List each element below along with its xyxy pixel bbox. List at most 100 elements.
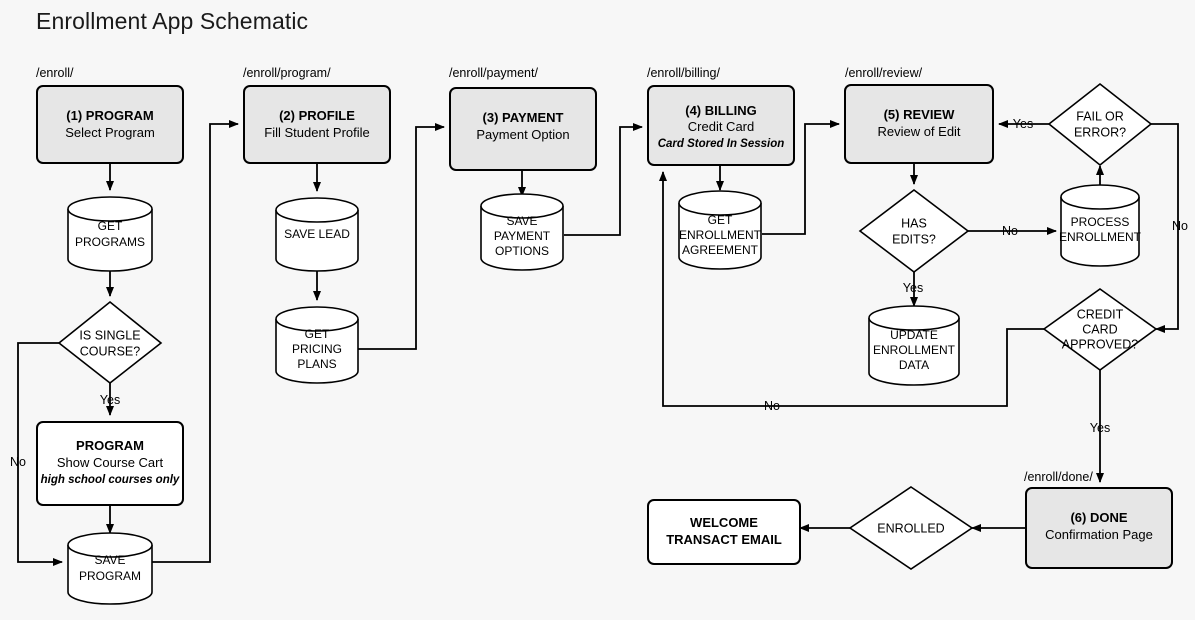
- node-save-payment-options[interactable]: SAVE PAYMENT OPTIONS: [480, 193, 564, 271]
- get-programs-top: [67, 196, 153, 222]
- node-is-single-course[interactable]: IS SINGLE COURSE?: [57, 300, 163, 385]
- course-cart-heading: PROGRAM: [76, 438, 144, 453]
- course-cart-box[interactable]: [36, 421, 184, 506]
- save-program-line-1: SAVE: [94, 553, 125, 567]
- update-enrollment-data-line-3: DATA: [899, 358, 929, 372]
- process-enrollment-line-1: PROCESS: [1071, 215, 1130, 229]
- course-cart-note: high school courses only: [41, 474, 180, 486]
- url-label-program: /enroll/program/: [243, 66, 331, 80]
- node-get-programs[interactable]: GET PROGRAMS: [67, 196, 153, 272]
- is-single-course-diamond[interactable]: [57, 300, 163, 385]
- welcome-email-line-1: WELCOME: [690, 515, 758, 530]
- node-course-cart[interactable]: PROGRAM Show Course Cart high school cou…: [36, 421, 184, 506]
- get-pricing-plans-line-2: PRICING: [292, 342, 342, 356]
- save-lead-line-1: SAVE LEAD: [284, 227, 350, 241]
- node-save-program[interactable]: SAVE PROGRAM: [67, 532, 153, 605]
- node-process-enrollment[interactable]: PROCESS ENROLLMENT: [1059, 184, 1142, 267]
- node-get-pricing-plans[interactable]: GET PRICING PLANS: [275, 306, 359, 384]
- save-lead-top: [275, 197, 359, 223]
- node-fail-or-error[interactable]: FAIL OR ERROR?: [1047, 82, 1153, 167]
- get-enrollment-agreement-line-1: GET: [708, 213, 733, 227]
- save-payment-options-line-3: OPTIONS: [495, 244, 549, 258]
- get-programs-line-2: PROGRAMS: [75, 235, 145, 249]
- get-pricing-plans-line-1: GET: [305, 327, 330, 341]
- node-done-page[interactable]: (6) DONE Confirmation Page: [1025, 487, 1173, 569]
- edge-getpricing-to-payment: [358, 123, 445, 350]
- welcome-email-line-2: TRANSACT EMAIL: [666, 532, 782, 547]
- get-programs-body[interactable]: [67, 209, 153, 272]
- node-update-enrollment-data[interactable]: UPDATE ENROLLMENT DATA: [868, 305, 960, 386]
- credit-card-approved-line-2: CARD: [1082, 322, 1117, 336]
- node-welcome-email[interactable]: WELCOME TRANSACT EMAIL: [647, 499, 801, 565]
- save-payment-options-top: [480, 193, 564, 219]
- url-labels-layer: /enroll/ /enroll/program/ /enroll/paymen…: [36, 66, 1093, 484]
- welcome-email-box[interactable]: [647, 499, 801, 565]
- review-page-box[interactable]: [844, 84, 994, 164]
- program-page-heading: (1) PROGRAM: [66, 108, 153, 123]
- enrolled-label: ENROLLED: [877, 521, 944, 535]
- get-pricing-plans-top: [275, 306, 359, 332]
- edge-failorerror-no-to-creditcard: [1151, 123, 1179, 333]
- save-program-body[interactable]: [67, 545, 153, 605]
- node-program-page[interactable]: (1) PROGRAM Select Program: [36, 85, 184, 164]
- node-has-edits[interactable]: HAS EDITS?: [858, 188, 970, 274]
- save-program-line-2: PROGRAM: [79, 569, 141, 583]
- program-page-sub: Select Program: [65, 125, 155, 140]
- url-label-billing: /enroll/billing/: [647, 66, 720, 80]
- get-pricing-plans-body[interactable]: [275, 319, 359, 384]
- billing-page-box[interactable]: [647, 85, 795, 166]
- profile-page-sub: Fill Student Profile: [264, 125, 370, 140]
- node-save-lead[interactable]: SAVE LEAD: [275, 197, 359, 272]
- program-page-box[interactable]: [36, 85, 184, 164]
- update-enrollment-data-body[interactable]: [868, 318, 960, 386]
- edge-issingle-no-to-saveprogram: [17, 342, 63, 566]
- review-page-sub: Review of Edit: [877, 124, 960, 139]
- done-page-heading: (6) DONE: [1070, 510, 1127, 525]
- save-payment-options-line-2: PAYMENT: [494, 229, 551, 243]
- billing-page-note: Card Stored In Session: [658, 138, 785, 150]
- payment-page-heading: (3) PAYMENT: [483, 110, 564, 125]
- edge-label-credit-card-yes: Yes: [1090, 421, 1110, 435]
- process-enrollment-line-2: ENROLLMENT: [1059, 230, 1142, 244]
- node-get-enrollment-agreement[interactable]: GET ENROLLMENT AGREEMENT: [678, 190, 762, 270]
- credit-card-approved-line-1: CREDIT: [1077, 307, 1124, 321]
- has-edits-diamond[interactable]: [858, 188, 970, 274]
- fail-or-error-diamond[interactable]: [1047, 82, 1153, 167]
- process-enrollment-body[interactable]: [1060, 197, 1140, 267]
- node-billing-page[interactable]: (4) BILLING Credit Card Card Stored In S…: [647, 85, 795, 166]
- edge-label-has-edits-no: No: [1002, 224, 1018, 238]
- node-profile-page[interactable]: (2) PROFILE Fill Student Profile: [243, 85, 391, 164]
- credit-card-approved-diamond[interactable]: [1042, 288, 1158, 371]
- url-label-done: /enroll/done/: [1024, 470, 1093, 484]
- node-enrolled[interactable]: ENROLLED: [848, 486, 974, 570]
- edges-layer: [17, 120, 1179, 566]
- profile-page-box[interactable]: [243, 85, 391, 164]
- node-payment-page[interactable]: (3) PAYMENT Payment Option: [449, 87, 597, 171]
- save-program-top: [67, 532, 153, 558]
- edge-label-single-course-yes: Yes: [100, 393, 120, 407]
- update-enrollment-data-line-2: ENROLLMENT: [873, 343, 956, 357]
- node-review-page[interactable]: (5) REVIEW Review of Edit: [844, 84, 994, 164]
- billing-page-sub: Credit Card: [688, 119, 754, 134]
- get-enrollment-agreement-body[interactable]: [678, 203, 762, 270]
- fail-or-error-line-1: FAIL OR: [1076, 109, 1123, 123]
- profile-page-heading: (2) PROFILE: [279, 108, 355, 123]
- url-label-review: /enroll/review/: [845, 66, 923, 80]
- url-label-payment: /enroll/payment/: [449, 66, 538, 80]
- review-page-heading: (5) REVIEW: [884, 107, 956, 122]
- credit-card-approved-line-3: APPROVED?: [1062, 337, 1138, 351]
- save-payment-options-body[interactable]: [480, 206, 564, 271]
- save-lead-body[interactable]: [275, 210, 359, 272]
- save-payment-options-line-1: SAVE: [506, 214, 537, 228]
- enrolled-diamond[interactable]: [848, 486, 974, 570]
- is-single-course-line-1: IS SINGLE: [79, 328, 140, 342]
- done-page-box[interactable]: [1025, 487, 1173, 569]
- update-enrollment-data-top: [868, 305, 960, 331]
- page-title: Enrollment App Schematic: [36, 8, 309, 34]
- payment-page-box[interactable]: [449, 87, 597, 171]
- edge-label-fail-or-error-yes: Yes: [1013, 117, 1033, 131]
- node-credit-card-approved[interactable]: CREDIT CARD APPROVED?: [1042, 288, 1158, 371]
- done-page-sub: Confirmation Page: [1045, 527, 1153, 542]
- fail-or-error-line-2: ERROR?: [1074, 125, 1126, 139]
